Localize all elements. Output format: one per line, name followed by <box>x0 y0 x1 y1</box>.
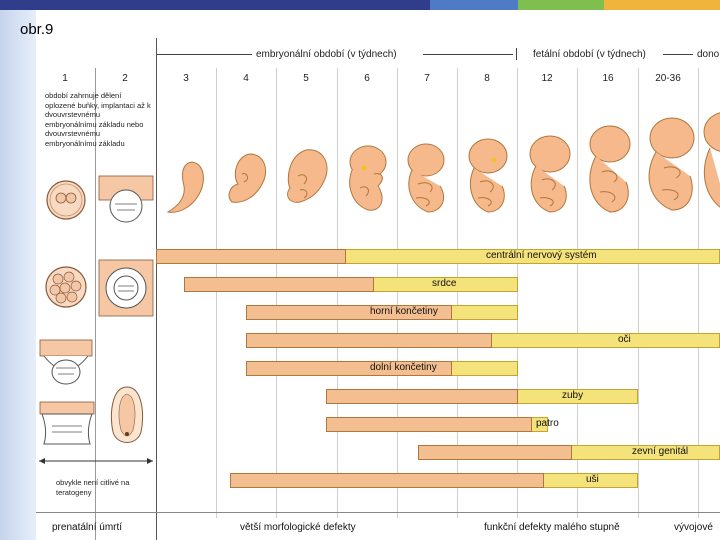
organ-bar: srdce <box>184 277 518 292</box>
embryo-week-7-illustration <box>398 140 454 216</box>
fetus-week-16-illustration <box>578 122 636 216</box>
week-label: 6 <box>349 73 385 84</box>
bar-segment-high-sensitivity <box>246 333 492 348</box>
organ-bar-label: srdce <box>432 278 456 289</box>
organ-bar: centrální nervový systém <box>156 249 720 264</box>
bar-segment-high-sensitivity <box>326 417 532 432</box>
bilaminar-disc-illustration <box>38 400 96 446</box>
term-label: dono <box>697 49 719 60</box>
embryo-week-4-illustration <box>222 150 274 210</box>
embryonic-period-line <box>156 54 252 55</box>
organ-bar: patro <box>326 417 548 432</box>
strip-segment-gold <box>604 0 720 10</box>
period-divider <box>516 48 517 60</box>
major-defects-label: větší morfologické defekty <box>240 522 356 533</box>
organ-bar: uši <box>230 473 638 488</box>
bar-segment-high-sensitivity <box>326 389 518 404</box>
zygote-illustration <box>44 178 88 222</box>
column-divider <box>156 38 157 540</box>
week-label: 7 <box>409 73 445 84</box>
week-label: 12 <box>529 73 565 84</box>
morula-illustration <box>43 264 89 310</box>
strip-segment-blue <box>430 0 518 10</box>
organ-bar: zevní genitál <box>418 445 720 460</box>
embryo-week-3-illustration <box>162 158 214 218</box>
week-label: 16 <box>590 73 626 84</box>
organ-bar: horní končetiny <box>246 305 518 320</box>
top-accent-strip <box>0 0 720 10</box>
bar-segment-lower-sensitivity <box>452 305 518 320</box>
preimplantation-note: období zahrnuje dělení oplozené buňky, i… <box>45 91 153 149</box>
embryo-week-8-illustration <box>458 136 514 216</box>
embryonic-period-line-right <box>423 54 513 55</box>
organ-bar-label: dolní končetiny <box>370 362 437 373</box>
organ-bar-label: oči <box>618 334 631 345</box>
range-arrow <box>36 456 156 466</box>
fetal-period-label: fetální období (v týdnech) <box>533 49 646 60</box>
organ-bar: oči <box>246 333 720 348</box>
bar-segment-high-sensitivity <box>230 473 544 488</box>
bar-segment-high-sensitivity <box>156 249 346 264</box>
organ-bar-label: centrální nervový systém <box>486 250 597 261</box>
organ-bar: zuby <box>326 389 638 404</box>
column-divider <box>216 68 217 518</box>
week-label: 1 <box>47 73 83 84</box>
bar-segment-high-sensitivity <box>184 277 374 292</box>
fetal-period-line <box>663 54 693 55</box>
strip-segment-green <box>518 0 604 10</box>
left-gradient-bar <box>0 10 36 540</box>
bar-segment-high-sensitivity <box>418 445 572 460</box>
organ-bar-label: horní končetiny <box>370 306 438 317</box>
teratogen-sensitivity-chart: embryonální období (v týdnech) fetální o… <box>36 38 720 540</box>
week-label: 3 <box>168 73 204 84</box>
organ-bar-label: zuby <box>562 390 583 401</box>
footer-divider <box>36 512 720 513</box>
organ-bar-label: zevní genitál <box>632 446 688 457</box>
bar-segment-lower-sensitivity <box>492 333 720 348</box>
fetus-week-12-illustration <box>518 132 576 216</box>
embryonic-period-label: embryonální období (v týdnech) <box>256 49 397 60</box>
week-label: 4 <box>228 73 264 84</box>
week-label: 2 <box>107 73 143 84</box>
functional-defects-label: funkční defekty malého stupně <box>484 522 620 533</box>
blastocyst-implantation-illustration <box>38 338 94 398</box>
week-label: 8 <box>469 73 505 84</box>
fetus-week-20-36-illustration <box>638 114 700 214</box>
organ-bar-label: patro <box>536 418 559 429</box>
week-label: 5 <box>288 73 324 84</box>
slide-title: obr.9 <box>20 21 53 38</box>
column-divider <box>337 68 338 518</box>
column-divider <box>397 68 398 518</box>
embryonic-disc-illustration <box>97 258 155 318</box>
fetus-term-illustration <box>696 108 720 218</box>
strip-segment-navy <box>0 0 430 10</box>
embryo-week-5-illustration <box>280 146 334 210</box>
early-embryo-disc-illustration <box>107 384 147 450</box>
development-label: vývojové <box>674 522 713 533</box>
implanted-blastocyst-illustration <box>97 174 155 232</box>
organ-bar-label: uši <box>586 474 599 485</box>
prenatal-death-label: prenatální úmrtí <box>52 522 122 533</box>
bar-segment-lower-sensitivity <box>452 361 518 376</box>
embryo-week-6-illustration <box>338 142 394 216</box>
organ-bar: dolní končetiny <box>246 361 518 376</box>
column-divider <box>276 68 277 518</box>
week-label: 20-36 <box>650 73 686 84</box>
not-sensitive-note: obvykle není citlivé na teratogeny <box>56 478 154 497</box>
